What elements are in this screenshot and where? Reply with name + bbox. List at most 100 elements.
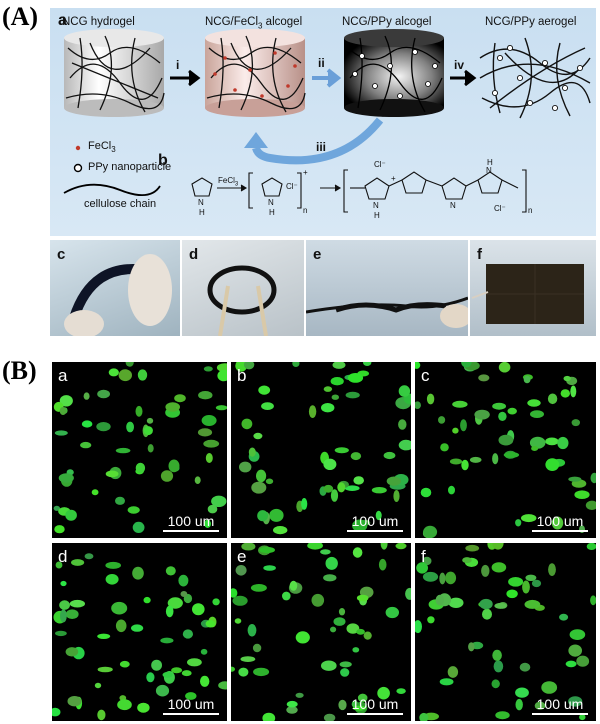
cell-blob [491,562,507,573]
cell-blob [460,419,467,432]
photo-e-art [306,296,468,328]
cell-blob [344,485,360,491]
cell-blob [559,613,569,621]
cell-blob [439,572,446,585]
cell-blob [262,712,276,721]
cell-blob [568,696,583,707]
cell-blob [461,459,469,471]
reaction-nh-3: N [373,201,379,210]
photo-e: e [306,240,468,336]
cell-blob [132,521,145,533]
cell-blob [137,369,148,381]
cell-blob [308,405,317,418]
cell-blob [445,571,457,585]
cell-blob [521,514,537,523]
cell-blob [143,426,153,436]
cell-blob [197,428,213,437]
cell-blob [338,608,346,616]
legend-fecl3-dot [75,145,81,151]
cell-blob [398,385,411,397]
photo-f-art [471,264,584,324]
cell-blob [380,543,388,550]
cell-blob [117,699,132,711]
cell-blob [452,400,468,408]
cell-blob [393,490,400,502]
cell-blob [386,476,402,486]
cell-blob [405,587,411,600]
cell-blob [438,416,446,424]
cell-blob [325,556,338,570]
cell-blob [530,410,544,418]
cell-blob [238,667,249,677]
scale-bar-c-text: 100 um [536,513,584,529]
cell-blob [234,618,242,624]
reaction-h-2: H [269,208,275,217]
cell-blob [569,629,586,640]
cell-blob [547,393,558,405]
cell-blob [469,456,482,463]
reaction-nh-4: N [450,201,456,210]
image-a-label: a [58,366,68,385]
cell-blob [448,597,464,608]
cell-blob [218,681,227,690]
cell-blob [200,675,210,687]
cell-blob [83,392,90,400]
cell-blob [187,658,202,667]
cell-blob [167,597,183,609]
reaction-cl-3: Cl⁻ [494,204,506,213]
cell-blob [515,698,523,711]
cell-blob [330,489,339,502]
cell-blob [160,470,174,482]
cell-blob [143,596,151,604]
cell-blob [557,436,569,450]
cell-blob [378,558,387,571]
cell-blob [108,368,119,377]
cell-blob [503,452,520,458]
cell-blob [352,647,360,653]
reaction-h-4: H [487,158,493,167]
scheme-box: a NCG hydrogel NCG/FeCl3 alcogel NCG/PPy… [50,8,596,236]
cell-blob [346,623,360,634]
cell-blob [137,702,150,713]
cell-blob [59,395,73,407]
cell-blob [323,574,337,582]
cell-blob [97,709,106,721]
scale-bar-f: 100 um [532,696,588,715]
cell-blob [265,478,274,485]
cell-blob [495,711,510,720]
cell-blob [415,362,421,369]
reaction-scheme [191,169,527,213]
cell-blob [240,656,256,662]
cell-blob [423,525,438,538]
cell-blob [286,706,298,714]
legend-cellulose-line [63,183,161,196]
cell-blob [415,620,422,634]
photo-c: c [50,240,180,336]
cell-blob [377,686,390,700]
cell-blob [256,469,267,483]
stage-label-fecl3-alcogel: NCG/FeCl3 alcogel [205,16,303,31]
cell-blob [426,393,435,405]
legend-ppy-circle [73,163,83,173]
cell-blob [345,391,360,399]
cell-blob [448,485,455,495]
cell-blob [200,648,208,655]
cell-blob [515,687,529,698]
cell-blob [269,508,284,522]
image-f-label: f [421,547,426,566]
cell-blob [253,432,263,440]
cell-blob [131,624,144,632]
cell-blob [165,605,174,618]
cell-blob [323,484,334,493]
cell-blob [585,500,596,510]
cylinder-hydrogel [64,29,165,117]
photo-d: d [182,240,304,336]
cell-blob [493,660,504,673]
cell-blob [69,599,85,608]
cell-blob [350,452,362,461]
cell-blob [531,446,539,451]
cells-f [415,543,596,721]
cell-blob [334,447,349,454]
cell-blob [207,504,218,514]
cell-blob [135,405,143,417]
